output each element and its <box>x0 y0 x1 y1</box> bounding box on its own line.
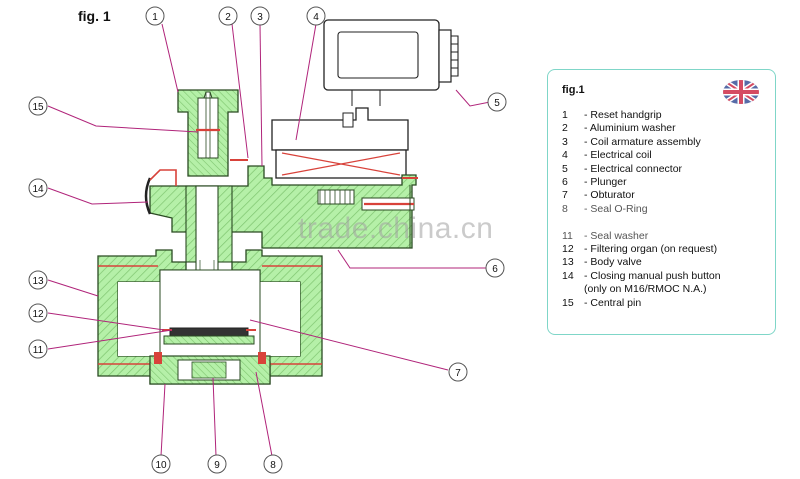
legend-list: 1- Reset handgrip 2- Aluminium washer 3-… <box>562 109 721 310</box>
svg-text:5: 5 <box>494 98 500 109</box>
svg-text:6: 6 <box>492 264 498 275</box>
callout-2: 2 <box>218 6 238 26</box>
svg-text:15: 15 <box>32 102 44 113</box>
legend-item: 5- Electrical connector <box>562 162 683 175</box>
legend-item: 15- Central pin <box>562 296 642 309</box>
uk-flag-icon <box>723 80 759 104</box>
legend-item: 8- Seal O-Ring <box>562 202 648 215</box>
callout-5: 5 <box>487 92 507 112</box>
watermark: trade.china.cn <box>298 212 494 245</box>
svg-text:8: 8 <box>270 460 276 471</box>
legend-item: 4- Electrical coil <box>562 149 652 162</box>
legend-item: 2- Aluminium washer <box>562 122 676 135</box>
svg-text:13: 13 <box>32 276 44 287</box>
leader-lines <box>47 23 491 457</box>
svg-text:9: 9 <box>214 460 220 471</box>
legend-item: 12- Filtering organ (on request) <box>562 243 718 256</box>
svg-text:12: 12 <box>32 309 44 320</box>
legend-item: 1- Reset handgrip <box>562 109 662 121</box>
callout-3: 3 <box>250 6 270 26</box>
callout-9: 9 <box>207 454 227 474</box>
callout-15: 15 <box>28 96 48 116</box>
legend-gap <box>562 216 721 229</box>
callout-11: 11 <box>28 339 48 359</box>
svg-text:3: 3 <box>257 12 263 23</box>
legend-item: 3- Coil armature assembly <box>562 135 701 148</box>
callout-8: 8 <box>263 454 283 474</box>
callout-6: 6 <box>485 258 505 278</box>
legend-item: 11- Seal washer <box>562 229 649 242</box>
svg-text:14: 14 <box>32 184 44 195</box>
callout-13: 13 <box>28 270 48 290</box>
svg-text:1: 1 <box>152 12 158 23</box>
svg-text:4: 4 <box>313 12 319 23</box>
reset-handgrip <box>177 89 248 177</box>
obturator <box>162 327 256 345</box>
callout-1: 1 <box>145 6 165 26</box>
svg-text:11: 11 <box>33 345 44 356</box>
manual-push-button <box>144 169 177 215</box>
callout-7: 7 <box>448 362 468 382</box>
callout-12: 12 <box>28 303 48 323</box>
svg-text:10: 10 <box>155 460 167 471</box>
callout-10: 10 <box>151 454 171 474</box>
legend-item: 6- Plunger <box>562 176 627 189</box>
electrical-coil <box>271 107 409 179</box>
legend-item: 13- Body valve <box>562 256 642 269</box>
callouts: 1 2 3 4 5 6 7 8 9 10 11 12 13 14 15 <box>28 6 507 474</box>
svg-text:2: 2 <box>225 12 231 23</box>
legend-title: fig.1 <box>562 84 585 96</box>
legend-item: 14- Closing manual push button (only on … <box>562 269 721 296</box>
electrical-connector <box>323 19 459 106</box>
legend-panel: fig.1 1- Reset handgrip 2- Aluminium was… <box>547 69 776 335</box>
svg-text:7: 7 <box>455 368 461 379</box>
legend-item: 7- Obturator <box>562 189 635 202</box>
figure-title: fig. 1 <box>78 8 111 24</box>
body-valve <box>97 249 323 385</box>
callout-14: 14 <box>28 178 48 198</box>
callout-4: 4 <box>306 6 326 26</box>
